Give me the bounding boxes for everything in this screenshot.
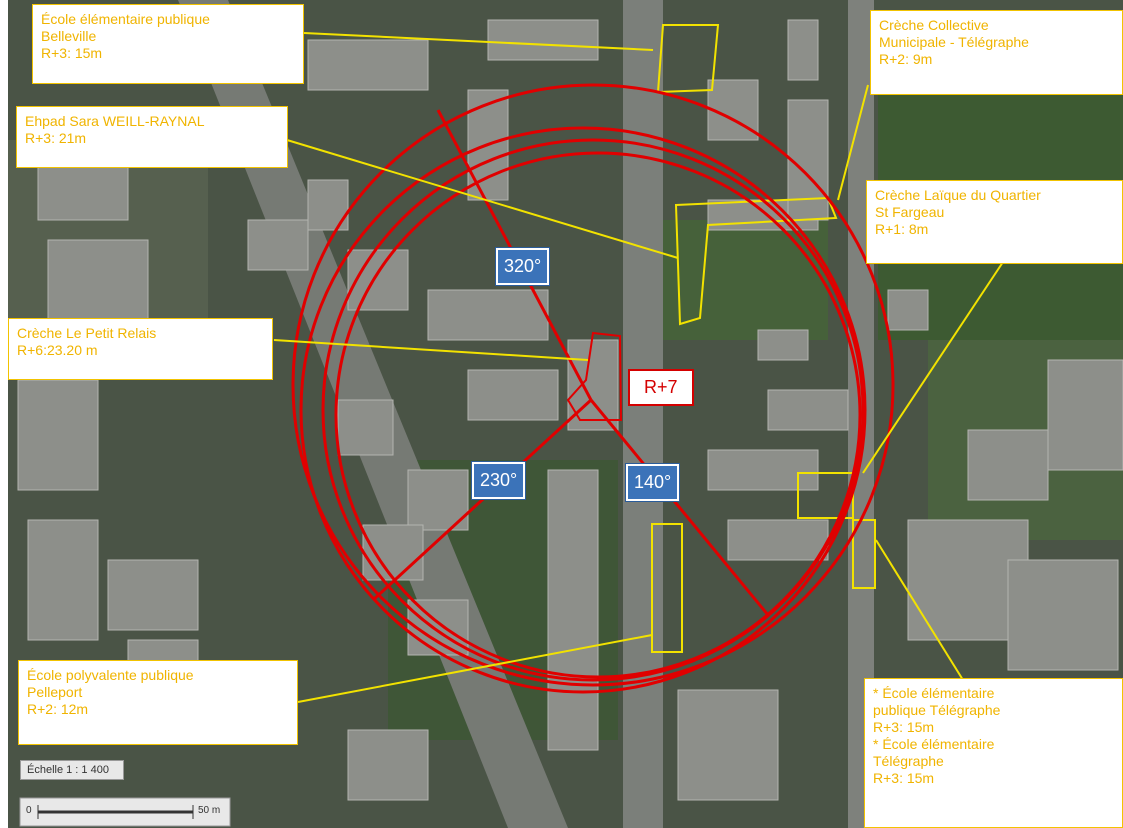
ecole-telegraphe-outline — [852, 519, 876, 589]
callout-creche-collective: Crèche Collective Municipale - Télégraph… — [870, 10, 1123, 95]
main-road — [623, 0, 663, 828]
angle-label-140: 140° — [626, 464, 680, 501]
radius-circle-2 — [321, 138, 865, 682]
ecole-belleville-outline — [656, 24, 720, 94]
radius-circle-outer — [291, 83, 895, 687]
callout-petit-relais: Crèche Le Petit Relais R+6:23.20 m — [8, 318, 273, 380]
center-height-label: R+7 — [628, 369, 694, 406]
leader-pelleport — [297, 634, 653, 703]
scale-start-label: 0 — [26, 805, 32, 816]
callout-ecole-belleville: École élémentaire publique Belleville R+… — [32, 4, 304, 84]
angle-label-230: 230° — [472, 462, 526, 499]
leader-ehpad — [286, 139, 679, 259]
callout-creche-laique: Crèche Laïque du Quartier St Fargeau R+1… — [866, 180, 1123, 264]
callout-ecole-pelleport: École polyvalente publique Pelleport R+2… — [18, 660, 298, 745]
radius-circle-3 — [299, 126, 867, 694]
angle-label-320: 320° — [496, 248, 550, 285]
leader-creche-laique — [862, 261, 1004, 474]
scale-end-label: 50 m — [198, 805, 221, 816]
scale-bar — [19, 797, 231, 827]
ecole-pelleport-outline — [651, 523, 683, 653]
leader-creche-collective — [837, 84, 869, 201]
radius-circle-4 — [334, 151, 862, 679]
line-230 — [371, 398, 593, 602]
callout-ehpad: Ehpad Sara WEILL-RAYNAL R+3: 21m — [16, 106, 288, 168]
leader-petit-relais — [273, 339, 589, 361]
map-graphics — [8, 0, 1123, 828]
callout-ecole-telegraphe: * École élémentaire publique Télégraphe … — [864, 678, 1123, 828]
center-building-outline — [566, 331, 623, 421]
line-140 — [589, 399, 770, 616]
scale-ratio-label: Échelle 1 : 1 400 — [20, 760, 124, 780]
leader-belleville — [303, 32, 654, 51]
aerial-map[interactable]: École élémentaire publique Belleville R+… — [8, 0, 1123, 828]
leader-telegraphe — [875, 539, 964, 681]
